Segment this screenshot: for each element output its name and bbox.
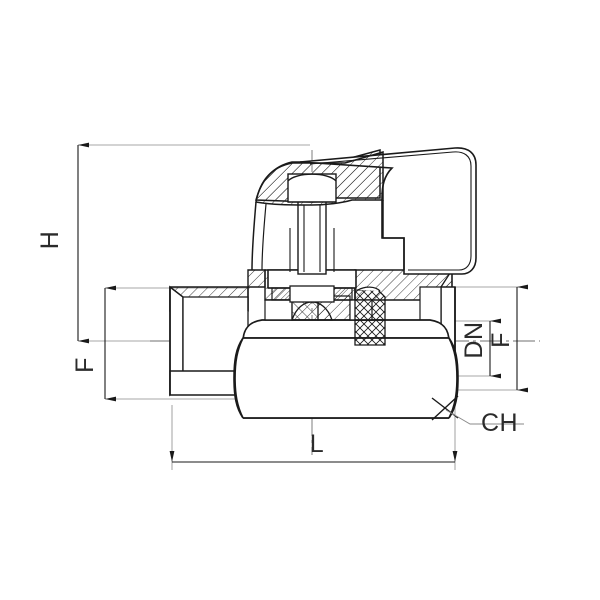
- union-nut-dome: [357, 286, 381, 292]
- union-nut: [354, 286, 386, 346]
- dimension-H: H: [36, 142, 89, 344]
- valve-stem: [289, 195, 335, 303]
- ch-cross-stroke-b: [431, 395, 459, 421]
- dimension-CH: CH: [431, 395, 524, 437]
- handle-grip-inner-edge: [309, 151, 472, 271]
- inlet-port-body: [169, 285, 249, 397]
- handle-skirt-left-outer: [251, 201, 257, 271]
- lever-handle: [251, 147, 477, 275]
- dimension-L-label: L: [310, 430, 324, 458]
- dimension-F-right-label: F: [487, 332, 515, 348]
- dimension-H-label: H: [36, 231, 64, 250]
- seat-ring-left: [264, 299, 293, 321]
- handle-skirt-left-inner: [261, 203, 267, 271]
- dimension-CH-label: CH: [481, 409, 518, 437]
- stem-shaft: [297, 195, 327, 275]
- dimension-F-right: F: [487, 284, 528, 393]
- dimension-F-left-label: F: [71, 357, 99, 373]
- dimension-DN: DN: [460, 318, 501, 379]
- union-nut-upper: [354, 289, 386, 321]
- handle-grip-outline: [299, 147, 477, 275]
- ch-leader-line: [445, 409, 524, 425]
- dimension-DN-label: DN: [460, 321, 488, 358]
- stem-collar: [289, 285, 335, 303]
- dimension-L: L: [169, 430, 458, 463]
- body-shoulder-left: [247, 269, 266, 288]
- dimension-F-left: F: [71, 285, 116, 402]
- handle-skirt-right: [382, 200, 405, 270]
- union-nut-lower: [354, 319, 386, 346]
- barrel-clean: [234, 337, 458, 419]
